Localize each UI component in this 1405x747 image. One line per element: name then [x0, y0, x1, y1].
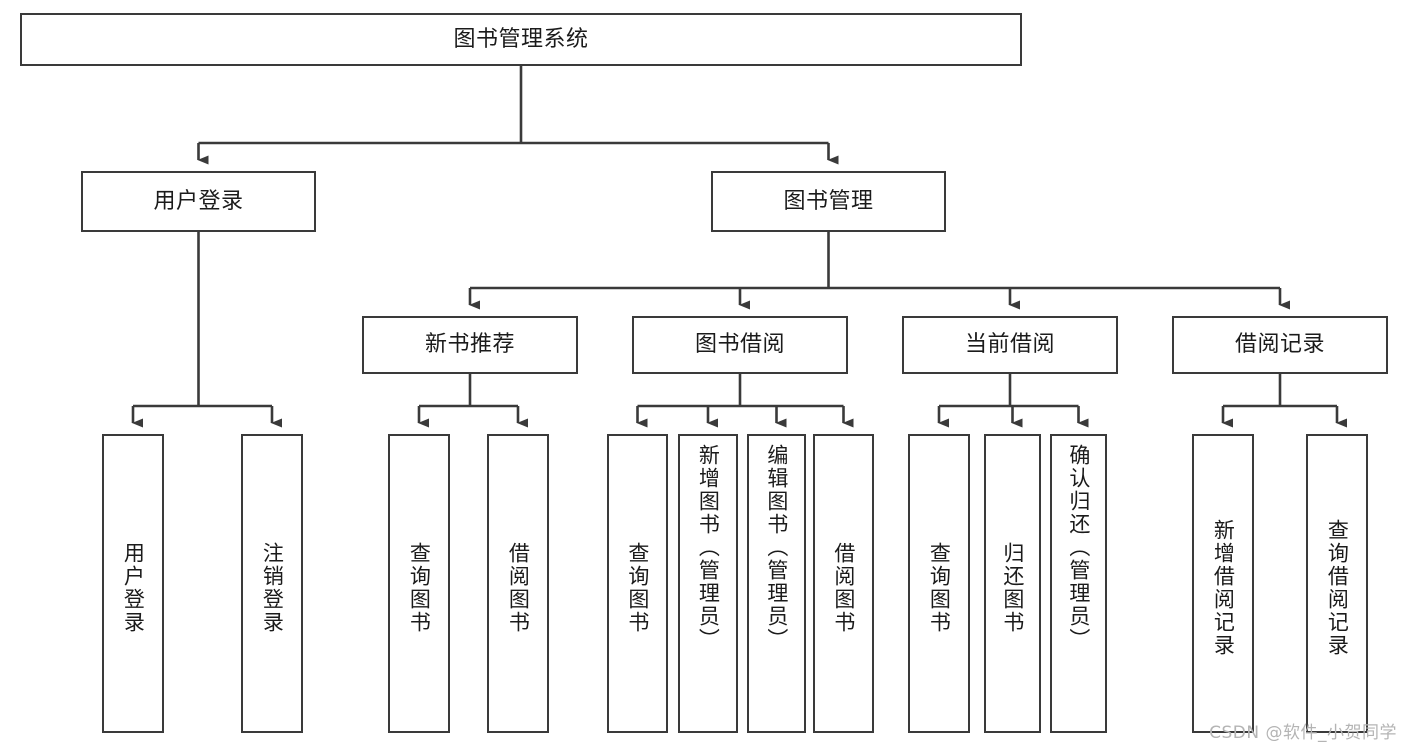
node-label: 用户登录	[121, 541, 146, 634]
node-book-manage: 图书管理	[711, 171, 946, 232]
node-label: 编辑图书（管理员）	[764, 444, 789, 651]
node-label: 查询图书	[407, 541, 432, 634]
node-label: 借阅图书	[831, 541, 856, 634]
node-label: 当前借阅	[964, 332, 1055, 358]
node-label: 图书借阅	[694, 332, 785, 358]
node-leaf-add-book: 新增图书（管理员）	[678, 434, 738, 733]
node-leaf-return-book: 归还图书	[984, 434, 1041, 733]
node-leaf-edit-book: 编辑图书（管理员）	[747, 434, 806, 733]
node-label: 借阅记录	[1234, 332, 1325, 358]
node-leaf-query-book-3: 查询图书	[908, 434, 970, 733]
node-label: 新增图书（管理员）	[696, 444, 721, 651]
node-leaf-query-book-2: 查询图书	[607, 434, 668, 733]
node-leaf-query-record: 查询借阅记录	[1306, 434, 1368, 733]
node-new-book-recommend: 新书推荐	[362, 316, 578, 374]
node-leaf-confirm-return: 确认归还（管理员）	[1050, 434, 1107, 733]
node-leaf-borrow-book-1: 借阅图书	[487, 434, 549, 733]
csdn-watermark: CSDN @软件_小贺同学	[1209, 723, 1397, 743]
node-borrow-record: 借阅记录	[1172, 316, 1388, 374]
node-leaf-query-book-1: 查询图书	[388, 434, 450, 733]
node-leaf-user-login: 用户登录	[102, 434, 164, 733]
node-leaf-borrow-book-2: 借阅图书	[813, 434, 874, 733]
node-current-borrow: 当前借阅	[902, 316, 1118, 374]
node-label: 确认归还（管理员）	[1066, 444, 1091, 651]
node-leaf-logout: 注销登录	[241, 434, 303, 733]
node-label: 图书管理	[783, 188, 874, 214]
node-label: 归还图书	[1000, 541, 1025, 634]
node-user-login: 用户登录	[81, 171, 316, 232]
node-label: 借阅图书	[506, 541, 531, 634]
node-label: 查询图书	[927, 541, 952, 634]
node-leaf-add-record: 新增借阅记录	[1192, 434, 1254, 733]
node-root: 图书管理系统	[20, 13, 1022, 66]
node-label: 用户登录	[153, 188, 244, 214]
node-label: 图书管理系统	[453, 26, 589, 52]
node-label: 新书推荐	[424, 332, 515, 358]
node-label: 查询借阅记录	[1325, 518, 1350, 657]
node-label: 新增借阅记录	[1211, 518, 1236, 657]
node-label: 查询图书	[625, 541, 650, 634]
node-label: 注销登录	[260, 541, 285, 634]
node-book-borrow: 图书借阅	[632, 316, 848, 374]
